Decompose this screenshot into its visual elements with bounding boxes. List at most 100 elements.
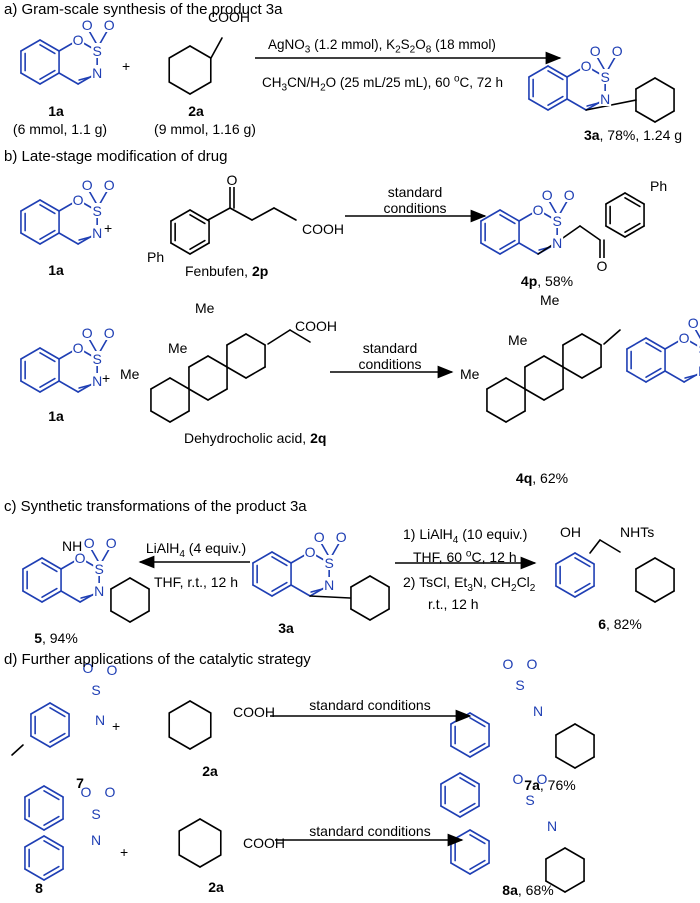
aromatic-bond (189, 239, 206, 250)
cyclohexane-ring (207, 355, 228, 368)
bond (60, 590, 81, 603)
section-b-heading: b) Late-stage modification of drug (4, 148, 228, 165)
cyclohexane-ring (168, 45, 191, 59)
oxygen-atom: O (107, 662, 118, 678)
cyclohexane-ring (562, 366, 583, 379)
benzene-ring (24, 818, 45, 831)
bond (518, 242, 539, 255)
oxygen-atom: O (73, 32, 84, 48)
aromatic-bond (189, 214, 206, 225)
section-c-heading: c) Synthetic transformations of the prod… (4, 498, 307, 515)
aromatic-bond (49, 707, 66, 718)
benzene-ring (30, 702, 51, 715)
benzene-ring (459, 805, 480, 818)
cyclohexane-ring (129, 577, 150, 590)
cooh-group: COOH (243, 835, 285, 851)
bond (558, 200, 568, 216)
oxygen-atom: O (597, 258, 608, 274)
sulfur-atom: S (552, 213, 561, 229)
oxygen-atom: O (106, 535, 117, 551)
benzene-ring (645, 337, 666, 350)
benzene-ring (49, 735, 70, 748)
cyclohexane-ring (654, 590, 675, 603)
benzene-ring (30, 735, 51, 748)
benzene-ring (39, 347, 60, 360)
oxygen-atom: O (75, 550, 86, 566)
benzene-ring (574, 585, 595, 598)
aromatic-bond (49, 732, 66, 743)
aromatic-bond (499, 214, 516, 225)
cyclohexane-ring (188, 388, 209, 401)
conditions-line-4: r.t., 12 h (428, 596, 479, 612)
aromatic-bond (624, 222, 641, 233)
aromatic-bond (43, 840, 60, 851)
compound-2a-label: 2a (202, 763, 218, 779)
benzene-ring (39, 232, 60, 245)
aromatic-bond (469, 742, 486, 753)
oxygen-atom: O (314, 529, 325, 545)
cyclohexane-ring (110, 577, 131, 590)
cyclohexane-ring (564, 847, 585, 860)
cyclohexane-ring (524, 355, 545, 368)
conditions-standard: standard (387, 184, 443, 200)
product-4q-caption: 4q, 62% (515, 470, 569, 486)
bond (90, 548, 100, 564)
bond (229, 207, 253, 221)
oxygen-atom: O (590, 43, 601, 59)
oxygen-atom: O (105, 784, 116, 800)
cyclohexane-ring (555, 723, 576, 736)
sulfur-atom: S (515, 677, 524, 693)
benzene-ring (189, 242, 210, 255)
benzene-ring (41, 557, 62, 570)
bond (320, 542, 330, 558)
oxygen-atom: O (82, 177, 93, 193)
phenyl-group: Ph (147, 249, 165, 265)
oxygen-atom: O (83, 660, 94, 676)
nitrogen-atom: N (600, 91, 610, 107)
benzene-ring (20, 347, 41, 360)
oxygen-atom: O (542, 187, 553, 203)
oxygen-atom: O (688, 315, 699, 331)
cyclohexane-ring (168, 81, 191, 95)
nh-group: NH (62, 538, 83, 554)
cooh-group: COOH (295, 318, 337, 334)
sulfur-atom: S (324, 555, 333, 571)
bond (58, 232, 79, 245)
nitrogen-atom: N (324, 577, 334, 593)
bond (273, 207, 297, 221)
cyclohexane-ring (150, 410, 171, 423)
benzene-ring (170, 242, 191, 255)
aromatic-bond (41, 562, 58, 573)
benzene-ring (43, 835, 64, 848)
cyclohexane-ring (543, 355, 564, 368)
aromatic-bond (39, 44, 56, 55)
bond (58, 72, 79, 85)
aromatic-bond (39, 377, 56, 388)
aromatic-bond (469, 859, 486, 870)
cyclohexane-ring (226, 333, 247, 346)
benzene-ring (499, 209, 520, 222)
sulfur-atom: S (525, 792, 534, 808)
cyclohexane-ring (369, 575, 390, 588)
cyclohexane-ring (581, 366, 602, 379)
benzene-ring (469, 862, 490, 875)
conditions-label: conditions (383, 200, 447, 216)
oxygen-atom: O (679, 330, 690, 346)
cyclohexane-ring (110, 610, 131, 623)
bond (267, 329, 291, 345)
product-6-caption: 6, 82% (598, 616, 642, 632)
cyclohexane-ring (169, 410, 190, 423)
benzene-ring (20, 199, 41, 212)
benzene-ring (39, 380, 60, 393)
cooh-group: COOH (208, 9, 250, 25)
cyclohexane-ring (562, 333, 583, 346)
benzene-ring (39, 72, 60, 85)
methyl-label: Me (508, 332, 528, 348)
cyclohexane-ring (350, 608, 371, 621)
cyclohexane-ring (169, 377, 190, 390)
cyclohexane-ring (226, 366, 247, 379)
cyclohexane-ring (199, 854, 222, 868)
sulfur-atom: S (600, 69, 609, 85)
oxygen-atom: O (84, 535, 95, 551)
benzene-ring (469, 712, 490, 725)
